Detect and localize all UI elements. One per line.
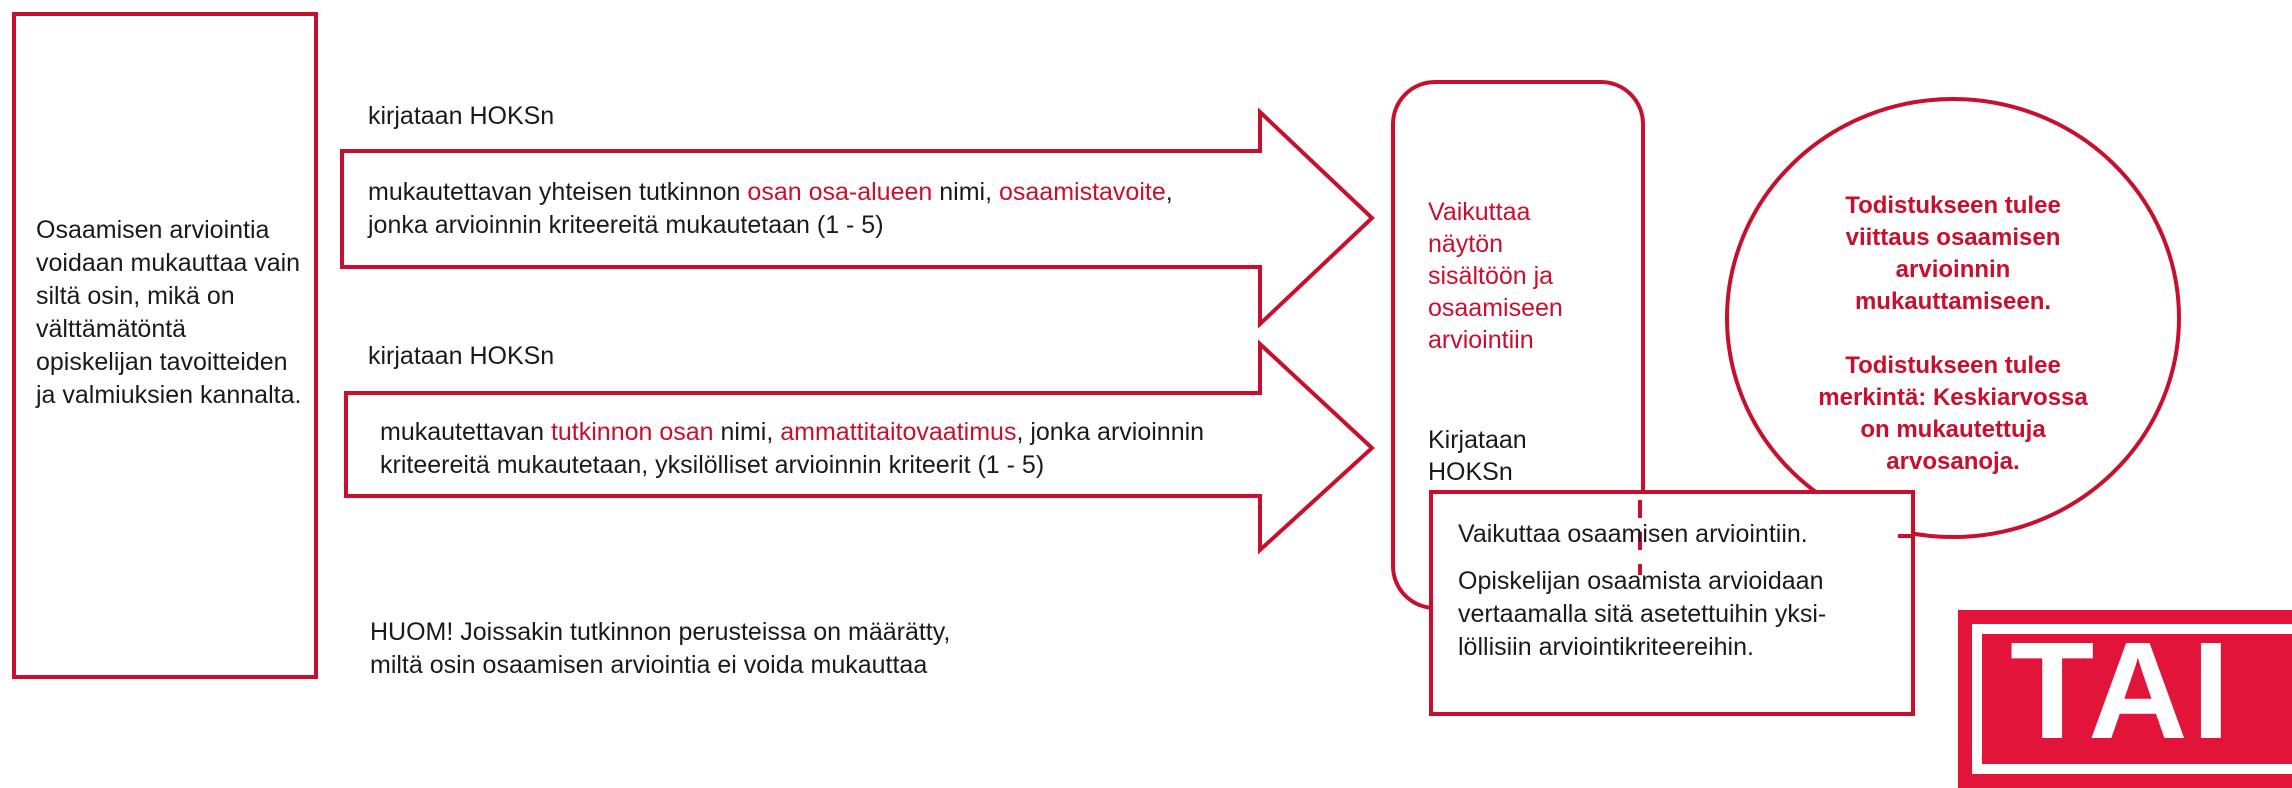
- arrow-bottom-line1-part1: mukautettavan: [380, 418, 551, 446]
- arrow-top-line1-part2: osan osa-alueen: [747, 178, 933, 206]
- arrow-bottom-line1-part2: tutkinnon osan: [550, 418, 714, 446]
- middle-red-line-1: Vaikuttaa: [1428, 198, 1531, 226]
- middle-red-line-5: arviointiin: [1428, 326, 1534, 354]
- middle-black-line-2: HOKSn: [1428, 458, 1513, 486]
- arrow-top-line1-part1: mukautettavan yhteisen tutkinnon: [368, 178, 748, 206]
- middle-column-black-text: Kirjataan HOKSn: [1428, 424, 1527, 488]
- bottom-box-frame: [1429, 490, 1915, 716]
- arrow-top-text: mukautettavan yhteisen tutkinnon osan os…: [368, 176, 1173, 242]
- ellipse-para2-line-1: Todistukseen tulee: [1845, 352, 2061, 379]
- arrow-bottom-text: mukautettavan tutkinnon osan nimi, ammat…: [380, 416, 1204, 482]
- arrow-top-shape: [340, 107, 1375, 329]
- ellipse-para1: Todistukseen tulee viittaus osaamisen ar…: [1740, 190, 2166, 318]
- bottom-box-line1: Vaikuttaa osaamisen arviointiin.: [1458, 520, 1808, 548]
- ellipse-para2-line-3: on mukautettuja: [1860, 416, 2046, 443]
- ellipse-para1-line-1: Todistukseen tulee: [1845, 192, 2061, 219]
- tai-logo-frame: [1972, 624, 2292, 774]
- arrow-top-line2: jonka arvioinnin kriteereitä mukautetaan…: [368, 211, 884, 239]
- tai-logo-text: TAI: [2010, 614, 2235, 768]
- arrow-bottom-line1-part3: nimi,: [713, 418, 781, 446]
- middle-red-line-3: sisältöön ja: [1428, 262, 1554, 290]
- arrow-top-line1: mukautettavan yhteisen tutkinnon osan os…: [368, 176, 1173, 209]
- bottom-box-text: Vaikuttaa osaamisen arviointiin. Opiskel…: [1458, 518, 1826, 664]
- arrow-top-line1-part3: nimi,: [932, 178, 999, 206]
- arrow-top-line1-part4: osaamistavoite: [998, 178, 1166, 206]
- middle-red-line-4: osaamiseen: [1428, 294, 1563, 322]
- ellipse-para1-line-2: viittaus osaamisen: [1845, 224, 2061, 251]
- bottom-box-para2-line-2: vertaamalla sitä asetettuihin yksi-: [1458, 600, 1827, 628]
- arrow-bottom-line2: kriteereitä mukautetaan, yksilölliset ar…: [380, 451, 1045, 479]
- middle-black-line-1: Kirjataan: [1428, 426, 1527, 454]
- arrow-top-label: kirjataan HOKSn: [368, 102, 555, 130]
- arrow-bottom-label: kirjataan HOKSn: [368, 342, 555, 370]
- bottom-box-para2-line-1: Opiskelijan osaamista arvioidaan: [1458, 567, 1824, 595]
- note-line2: miltä osin osaamisen arviointia ei voida…: [370, 651, 928, 679]
- left-box-frame: [12, 12, 318, 679]
- ellipse-para1-line-4: mukauttamiseen.: [1854, 288, 2052, 315]
- middle-column-red-text: Vaikuttaa näytön sisältöön ja osaamiseen…: [1428, 196, 1563, 356]
- arrow-bottom-line1-part4: ammattitaitovaatimus: [780, 418, 1017, 446]
- tai-logo: TAI: [1958, 610, 2292, 788]
- note-line1: HUOM! Joissakin tutkinnon perusteissa on…: [370, 618, 951, 646]
- bottom-box-para2-line-3: löllisiin arviointikriteereihin.: [1458, 633, 1754, 661]
- ellipse-frame: [1725, 97, 2181, 539]
- arrow-bottom-line1-part5: , jonka arvioinnin: [1016, 418, 1205, 446]
- ellipse-para2-line-2: merkintä: Keskiarvossa: [1818, 384, 2088, 411]
- ellipse-para1-line-3: arvioinnin: [1895, 256, 2011, 283]
- ellipse-para2-line-4: arvosanoja.: [1886, 448, 2020, 475]
- ellipse-text: Todistukseen tulee viittaus osaamisen ar…: [1740, 190, 2166, 478]
- arrow-top-line1-part5: ,: [1165, 178, 1173, 206]
- arrow-bottom-shape: [344, 339, 1375, 555]
- middle-red-line-2: näytön: [1428, 230, 1504, 258]
- ellipse-para2: Todistukseen tulee merkintä: Keskiarvoss…: [1740, 350, 2166, 478]
- arrow-bottom-line1: mukautettavan tutkinnon osan nimi, ammat…: [380, 416, 1204, 449]
- left-box-text: Osaamisen arviointia voidaan mukauttaa v…: [36, 216, 302, 409]
- note: HUOM! Joissakin tutkinnon perusteissa on…: [370, 616, 950, 682]
